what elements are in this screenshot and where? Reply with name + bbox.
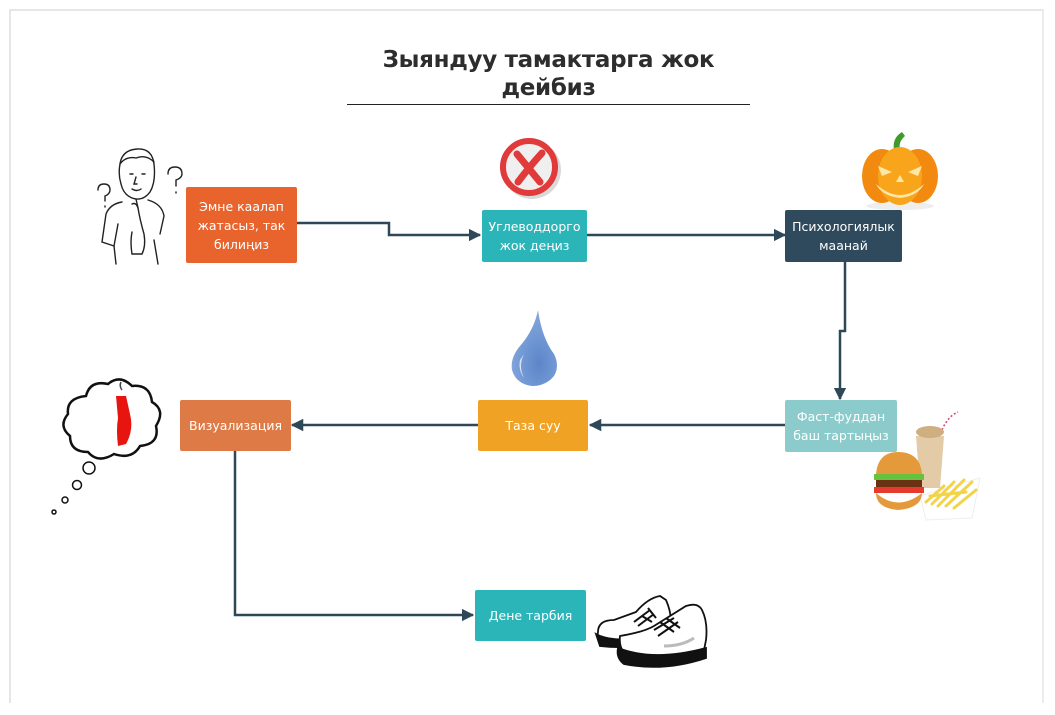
page-frame <box>9 9 1044 703</box>
node-label-line: Углеводдорго <box>488 219 581 234</box>
node-clean-water[interactable]: Таза суу <box>478 400 588 451</box>
node-label-line: Дене тарбия <box>488 608 573 623</box>
node-label-line: баш тартыңыз <box>793 428 889 443</box>
node-visualization[interactable]: Визуализация <box>180 400 291 451</box>
node-physical-ed[interactable]: Дене тарбия <box>475 590 586 641</box>
node-label-line: жок деңиз <box>499 238 570 253</box>
fast-food-icon <box>874 411 981 521</box>
diagram-title: Зыяндуу тамактарга жок дейбиз <box>347 46 750 105</box>
node-label-line: Визуализация <box>189 418 282 433</box>
thought-bubble-dress-icon <box>51 378 162 515</box>
node-label-line: Эмне каалап <box>199 198 284 214</box>
node-refuse-fastfood[interactable]: Фаст-фуддан баш тартыңыз <box>785 400 897 452</box>
node-know-wants[interactable]: Эмне каалап жатасыз, так билиңиз <box>186 187 297 263</box>
red-x-icon <box>500 138 561 199</box>
node-label-line: Психологиялык <box>792 219 895 234</box>
edge-know-wants-to-no-carbs <box>297 221 482 242</box>
node-no-carbs[interactable]: Углеводдорго жок деңиз <box>482 210 587 262</box>
thinking-boy-icon <box>97 148 183 265</box>
water-drop-icon <box>511 310 557 386</box>
node-label-line: жатасыз, так <box>197 217 286 233</box>
sneakers-icon <box>594 595 708 668</box>
jack-o-lantern-icon <box>862 132 938 210</box>
node-label-line: билиңиз <box>214 236 269 252</box>
edge-psych-mood-to-refuse-fastfood <box>833 262 847 401</box>
node-psych-mood[interactable]: Психологиялык маанай <box>785 210 902 262</box>
edge-visualization-to-physical-ed <box>233 451 475 622</box>
node-label-line: Таза суу <box>505 418 561 433</box>
node-label-line: маанай <box>819 238 868 253</box>
node-label-line: Фаст-фуддан <box>796 409 886 424</box>
